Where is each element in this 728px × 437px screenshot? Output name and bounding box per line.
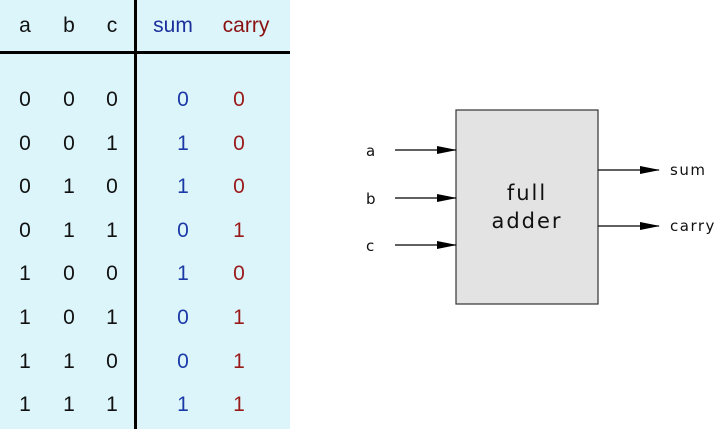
input-a-label: a <box>366 142 375 160</box>
cell-a: 0 <box>19 218 31 242</box>
cell-carry: 0 <box>233 88 245 111</box>
cell-sum: 0 <box>177 88 189 111</box>
cell-a: 1 <box>19 306 31 329</box>
output-sum-label: sum <box>670 161 706 179</box>
cell-c: 1 <box>106 393 118 417</box>
cell-b: 1 <box>63 349 75 373</box>
cell-carry: 1 <box>233 306 245 329</box>
input-b-label: b <box>366 190 376 208</box>
header-b: b <box>63 14 75 37</box>
cell-a: 0 <box>19 88 31 111</box>
cell-carry: 1 <box>233 349 245 373</box>
block-label-line2: adder <box>491 209 562 233</box>
cell-carry: 0 <box>233 131 245 155</box>
full-adder-block <box>455 109 599 305</box>
cell-a: 1 <box>19 262 31 286</box>
cell-a: 1 <box>19 393 31 417</box>
cell-a: 0 <box>19 131 31 155</box>
output-carry-label: carry <box>670 217 716 235</box>
cell-c: 1 <box>106 131 118 155</box>
cell-carry: 1 <box>233 393 245 417</box>
header-divider <box>0 51 290 54</box>
cell-b: 0 <box>63 131 75 155</box>
cell-a: 0 <box>19 175 31 199</box>
header-a: a <box>19 14 31 37</box>
header-c: c <box>106 14 118 37</box>
cell-b: 0 <box>63 306 75 329</box>
column-divider <box>134 0 137 429</box>
block-label-line1: full <box>507 181 547 205</box>
input-c-label: c <box>366 237 374 255</box>
cell-c: 1 <box>106 306 118 329</box>
cell-b: 1 <box>63 218 75 242</box>
cell-b: 1 <box>63 175 75 199</box>
cell-carry: 1 <box>233 218 245 242</box>
cell-sum: 0 <box>177 306 189 329</box>
header-carry: carry <box>222 14 270 37</box>
cell-sum: 1 <box>177 262 189 286</box>
cell-sum: 0 <box>177 349 189 373</box>
cell-a: 1 <box>19 349 31 373</box>
cell-sum: 1 <box>177 131 189 155</box>
cell-c: 0 <box>106 262 118 286</box>
cell-c: 0 <box>106 175 118 199</box>
cell-b: 0 <box>63 262 75 286</box>
cell-c: 0 <box>106 88 118 111</box>
cell-carry: 0 <box>233 175 245 199</box>
cell-sum: 1 <box>177 175 189 199</box>
truth-table: a b c sum carry 0 0 0 0 0 0 0 1 1 0 0 1 0 1 0 0 1 1 0 1 1 0 0 1… <box>0 0 290 429</box>
cell-b: 1 <box>63 393 75 417</box>
cell-sum: 1 <box>177 393 189 417</box>
cell-b: 0 <box>63 88 75 111</box>
cell-sum: 0 <box>177 218 189 242</box>
header-sum: sum <box>153 14 193 37</box>
cell-carry: 0 <box>233 262 245 286</box>
cell-c: 0 <box>106 349 118 373</box>
cell-c: 1 <box>106 218 118 242</box>
